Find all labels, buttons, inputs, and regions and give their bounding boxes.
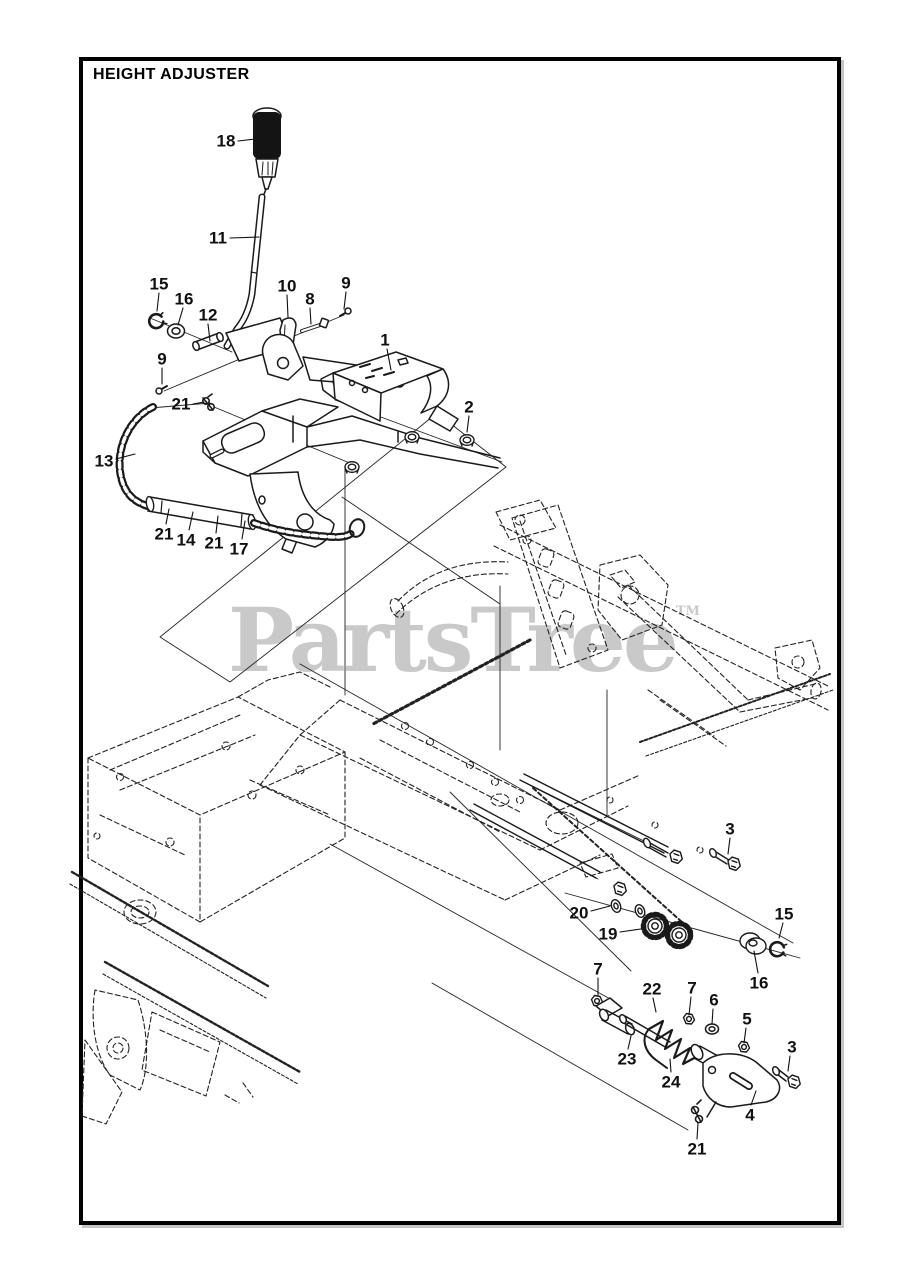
lower-tension-arm-assembly <box>590 994 803 1124</box>
callout-label-1: 1 <box>380 331 389 350</box>
callout-label-21: 21 <box>155 525 174 544</box>
callout-label-6: 6 <box>709 991 718 1010</box>
pin-12 <box>194 332 222 351</box>
callout-label-12: 12 <box>199 306 218 325</box>
leader-line <box>188 511 194 531</box>
leader-line <box>286 294 289 318</box>
leader-line <box>688 996 692 1016</box>
chain-hook <box>348 518 366 538</box>
callout-label-11: 11 <box>209 229 227 248</box>
chassis-frame-phantom <box>69 499 834 1125</box>
callout-label-18: 18 <box>217 132 236 151</box>
sprocket-washer-bushing-group <box>610 899 790 960</box>
callout-label-3: 3 <box>787 1038 796 1057</box>
leader-line <box>156 292 160 312</box>
callout-label-2: 2 <box>464 398 473 417</box>
leader-line <box>229 236 260 239</box>
leader-line <box>778 922 784 939</box>
leader-line <box>192 401 205 405</box>
callout-label-23: 23 <box>618 1050 637 1069</box>
leader-line <box>787 1055 791 1072</box>
height-lever-assembly <box>223 107 282 350</box>
leader-line <box>466 415 470 433</box>
leader-line <box>241 520 246 540</box>
leader-line <box>652 997 657 1013</box>
leader-line <box>115 453 136 460</box>
leader-line <box>627 1035 632 1050</box>
adjuster-rods-and-bolts <box>469 773 743 897</box>
leader-line <box>177 307 184 326</box>
lever-11 <box>223 193 266 350</box>
leader-line <box>743 1027 747 1044</box>
callout-label-22: 22 <box>643 980 662 999</box>
cap-nut-2 <box>459 433 475 447</box>
bolt-8 <box>301 324 321 332</box>
leader-line <box>386 348 392 371</box>
leader-line <box>753 950 759 974</box>
page-title: HEIGHT ADJUSTER <box>93 66 250 83</box>
leader-line <box>727 837 731 855</box>
spring-24 <box>647 1019 700 1066</box>
callout-label-7: 7 <box>687 979 696 998</box>
pivot-bracket-parts <box>146 307 406 411</box>
leader-line <box>237 138 257 142</box>
leader-line <box>669 1058 672 1073</box>
callout-label-17: 17 <box>230 540 249 559</box>
callout-label-5: 5 <box>742 1010 751 1029</box>
watermark: PartsTreeTM <box>228 596 700 684</box>
clip-21-lower <box>690 1099 704 1124</box>
leader-line <box>207 323 211 342</box>
clip-21-upper <box>202 393 216 411</box>
callout-label-3: 3 <box>725 820 734 839</box>
callout-label-4: 4 <box>745 1106 755 1125</box>
leader-line <box>165 508 170 525</box>
callout-label-13: 13 <box>95 452 114 471</box>
sprocket-19b <box>668 924 691 947</box>
callout-label-15: 15 <box>775 905 794 924</box>
callout-label-7: 7 <box>593 960 602 979</box>
callout-label-21: 21 <box>205 534 224 553</box>
callout-label-21: 21 <box>172 395 191 414</box>
callout-label-16: 16 <box>175 290 194 309</box>
callout-label-9: 9 <box>341 274 350 293</box>
leader-line <box>696 1122 699 1140</box>
callout-label-8: 8 <box>305 290 314 309</box>
screw-9a <box>344 307 352 315</box>
diagram-border <box>79 57 841 1225</box>
leader-line <box>590 905 611 912</box>
leader-line <box>343 291 347 310</box>
callout-label-10: 10 <box>278 277 297 296</box>
mounting-plate <box>202 398 501 554</box>
leader-line <box>711 1008 714 1025</box>
knob-18 <box>253 112 281 159</box>
callout-label-24: 24 <box>662 1073 681 1092</box>
callout-label-9: 9 <box>157 350 166 369</box>
callout-label-14: 14 <box>177 531 196 550</box>
callout-label-16: 16 <box>750 974 769 993</box>
watermark-text: PartsTree <box>228 588 679 692</box>
callout-label-21: 21 <box>688 1140 707 1159</box>
console-and-fasteners <box>320 351 475 474</box>
chain-and-turnbuckle <box>115 403 366 541</box>
leader-line <box>215 515 219 534</box>
callout-label-15: 15 <box>150 275 169 294</box>
callout-label-20: 20 <box>570 904 589 923</box>
leader-line <box>309 307 312 325</box>
leader-line <box>619 928 642 933</box>
callout-label-19: 19 <box>599 925 618 944</box>
bushing-16 <box>166 323 186 339</box>
screw-9b <box>155 387 163 395</box>
leader-line <box>750 1090 757 1106</box>
